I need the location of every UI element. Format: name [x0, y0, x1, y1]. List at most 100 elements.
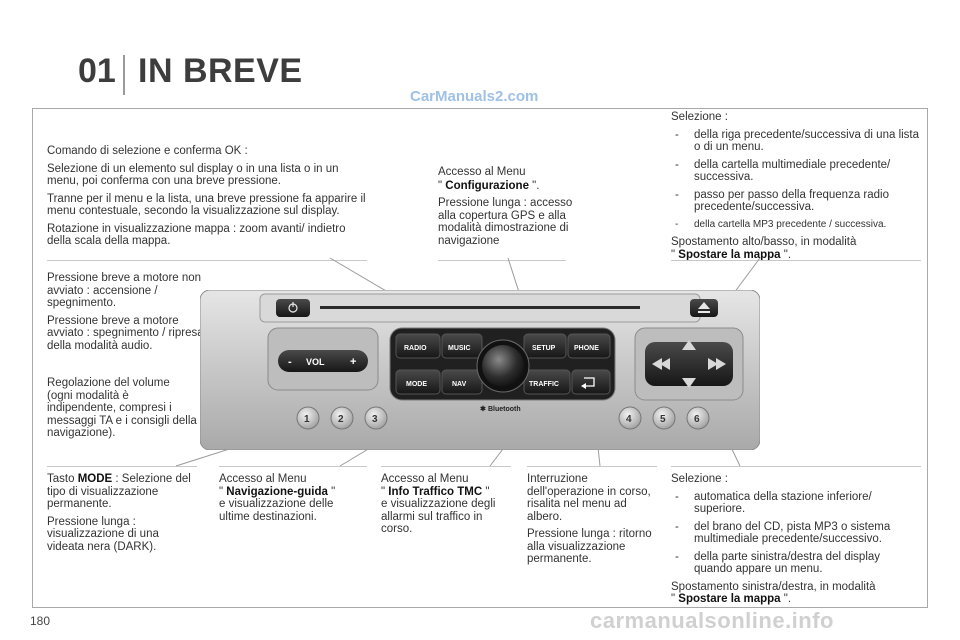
power-line-1: Pressione breve a motore non avviato : a… — [47, 272, 202, 309]
bluetooth-icon: ✱ — [480, 405, 486, 413]
select-top-item: della riga precedente/successiva di una … — [671, 129, 926, 154]
bluetooth-logo: ✱ Bluetooth — [480, 405, 521, 413]
power-button[interactable] — [276, 299, 310, 317]
watermark-top[interactable]: CarManuals2.com — [410, 88, 539, 105]
block-select-bottom: Selezione : automatica della stazione in… — [671, 473, 921, 611]
volume-text: Regolazione del volume (ogni modalità è … — [47, 377, 197, 439]
block-select-top: Selezione : della riga precedente/succes… — [671, 111, 926, 266]
select-bottom-list: automatica della stazione inferiore/ sup… — [671, 491, 921, 576]
page-number: 180 — [30, 614, 51, 628]
preset-button-3[interactable]: 3 — [364, 406, 388, 430]
config-line-2: " Configurazione ". — [438, 180, 573, 193]
separator — [671, 466, 921, 467]
preset-button-1[interactable]: 1 — [296, 406, 320, 430]
quote: " — [219, 485, 227, 498]
config-menu-name: Configurazione — [445, 179, 529, 192]
arrow-up-icon — [682, 340, 696, 350]
music-button-label: MUSIC — [448, 345, 471, 352]
mode-button-label: MODE — [406, 381, 427, 388]
traffic-post: e visualizzazione degli allarmi sul traf… — [381, 498, 496, 535]
back-arrow-icon — [584, 377, 595, 387]
power-line-2: Pressione breve a motore avviato : spegn… — [47, 314, 204, 352]
vol-minus[interactable]: - — [288, 356, 292, 368]
radio-button-label: RADIO — [404, 345, 427, 352]
ok-line-4: Rotazione in visualizzazione mappa : zoo… — [47, 222, 346, 248]
arrow-left-icon — [652, 358, 662, 370]
quote: " — [671, 248, 679, 261]
setup-button-label: SETUP — [532, 345, 556, 352]
ok-line-2: Selezione di un elemento sul display o i… — [47, 162, 339, 188]
directional-pad[interactable] — [645, 340, 733, 388]
preset-button-4[interactable]: 4 — [618, 406, 642, 430]
separator — [381, 466, 511, 467]
select-top-title: Selezione : — [671, 111, 728, 123]
content-frame — [32, 108, 928, 608]
config-line-3: Pressione lunga : accesso alla copertura… — [438, 197, 573, 247]
mode-key-name: MODE — [77, 473, 113, 485]
select-top-move: Spostamento alto/basso, in modalità" Spo… — [671, 236, 926, 261]
block-volume: Regolazione del volume (ogni modalità è … — [47, 377, 197, 445]
nav-button-label: NAV — [452, 381, 467, 388]
eject-button[interactable] — [690, 299, 718, 317]
block-mode: Tasto MODE : Selezione del tipo di visua… — [47, 473, 197, 558]
traffic-button[interactable]: TRAFFIC — [523, 369, 571, 395]
preset-label: 2 — [338, 414, 344, 425]
quote: " — [438, 179, 446, 192]
mode-name: Spostare la mappa — [678, 593, 781, 605]
mode-pre: Tasto — [47, 473, 78, 485]
separator — [671, 260, 921, 261]
select-top-list: della riga precedente/successiva di una … — [671, 129, 926, 232]
phone-button-label: PHONE — [574, 345, 599, 352]
select-bottom-move: Spostamento sinistra/destra, in modalità… — [671, 581, 921, 606]
back-line-2: Pressione lunga : ritorno alla visualizz… — [527, 528, 652, 565]
back-line-1: Interruzione dell'operazione in corso, r… — [527, 473, 651, 523]
traffic-line-2: " Info Traffico TMC "e visualizzazione d… — [381, 486, 516, 536]
vol-label: VOL — [306, 357, 325, 367]
separator — [47, 466, 197, 467]
move-text: Spostamento alto/basso, in modalità — [671, 236, 857, 248]
quote: ". — [780, 248, 792, 261]
block-power: Pressione breve a motore non avviato : a… — [47, 272, 207, 357]
nav-button[interactable]: NAV — [441, 369, 483, 395]
preset-button-5[interactable]: 5 — [652, 406, 676, 430]
nav-menu-name: Navigazione-guida — [226, 485, 328, 498]
ok-knob[interactable] — [476, 339, 530, 393]
separator — [438, 260, 566, 261]
select-top-item: passo per passo della frequenza radio pr… — [671, 189, 926, 214]
mode-post: : Selezione del tipo di visualizzazione … — [47, 473, 191, 510]
back-button[interactable] — [571, 369, 611, 395]
traffic-button-label: TRAFFIC — [529, 381, 559, 388]
vol-plus[interactable]: + — [350, 356, 356, 368]
phone-button[interactable]: PHONE — [567, 333, 611, 359]
preset-label: 1 — [304, 414, 310, 425]
separator — [527, 466, 657, 467]
quote: ". — [780, 593, 792, 605]
mode-button[interactable]: MODE — [395, 369, 441, 395]
preset-label: 3 — [372, 414, 378, 425]
setup-button[interactable]: SETUP — [523, 333, 567, 359]
traffic-menu-name: Info Traffico TMC — [388, 485, 483, 498]
preset-button-2[interactable]: 2 — [330, 406, 354, 430]
select-top-item: della cartella MP3 precedente / successi… — [671, 219, 926, 232]
config-line-1: Accesso al Menu — [438, 166, 526, 178]
header-divider — [123, 55, 125, 95]
mode-line-2: Pressione lunga : visualizzazione di una… — [47, 515, 159, 553]
nav-line-1: Accesso al Menu — [219, 473, 307, 485]
watermark-bottom: carmanualsonline.info — [590, 608, 834, 633]
block-configurazione: Accesso al Menu " Configurazione ". Pres… — [438, 166, 573, 252]
radio-panel: - VOL + RADIO MUSIC SETUP PHONE MODE NAV — [200, 290, 760, 450]
select-bottom-item: del brano del CD, pista MP3 o sistema mu… — [671, 521, 921, 546]
move-text: Spostamento sinistra/destra, in modalità — [671, 580, 876, 593]
separator — [219, 466, 367, 467]
radio-button[interactable]: RADIO — [395, 333, 441, 359]
traffic-line-1: Accesso al Menu — [381, 473, 469, 485]
quote: " — [482, 485, 490, 498]
select-bottom-item: della parte sinistra/destra del display … — [671, 551, 921, 576]
block-nav: Accesso al Menu " Navigazione-guida "e v… — [219, 473, 364, 528]
chapter-number: 01 — [78, 52, 116, 90]
preset-button-6[interactable]: 6 — [686, 406, 710, 430]
volume-rocker[interactable]: - VOL + — [278, 350, 368, 372]
arrow-down-icon — [682, 378, 696, 388]
ok-line-3: Tranne per il menu e la lista, una breve… — [47, 192, 366, 218]
music-button[interactable]: MUSIC — [441, 333, 483, 359]
